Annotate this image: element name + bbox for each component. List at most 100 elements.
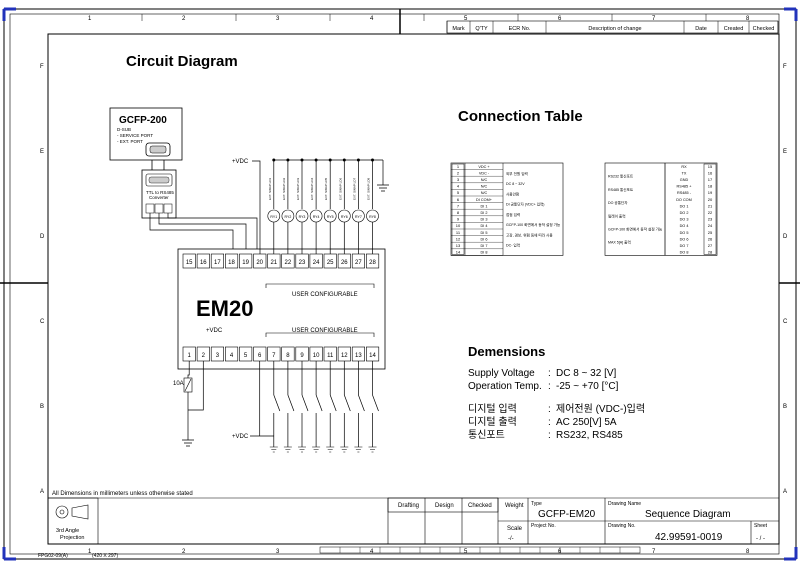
- conn-description: 사용안함: [506, 191, 520, 196]
- terminal-top: [210, 253, 224, 269]
- ground-icon: [283, 446, 292, 453]
- terminal-top-label: 22: [285, 260, 292, 266]
- zone-col-top: 7: [652, 16, 656, 22]
- switch-contact-icon: [329, 394, 337, 412]
- conn-signal: RS485 -: [677, 191, 692, 195]
- relay-label: RY5: [327, 215, 334, 219]
- dimension-value: -25 ~ +70 [°C]: [556, 381, 619, 392]
- zone-row-left: A: [40, 489, 44, 495]
- conn-signal: DI 1: [481, 204, 488, 208]
- terminal-top-label: 19: [242, 260, 249, 266]
- conn-signal: GND: [680, 178, 689, 182]
- terminal-bottom-label: 5: [244, 353, 248, 359]
- switch-contact-icon: [315, 394, 323, 412]
- ground-icon-fuse: [182, 439, 194, 447]
- terminal-top-label: 24: [313, 260, 320, 266]
- relay-label: RY6: [341, 215, 348, 219]
- terminal-bottom-label: 9: [300, 353, 304, 359]
- conn-signal: DO 1: [680, 204, 689, 208]
- load-label: EXT. SWAP LD3: [296, 177, 300, 200]
- footer-note: All Dimensions in millimeters unless oth…: [52, 491, 193, 497]
- zone-frame: [9, 13, 780, 555]
- scale-value: -/-: [508, 536, 514, 542]
- gcfp-title: GCFP-200: [119, 115, 167, 126]
- relay-label: RY1: [270, 215, 277, 219]
- load-label: EXT. SWAP LD8: [367, 177, 371, 200]
- conn-pin-number: 1: [457, 164, 460, 169]
- projection-line-2: Projection: [60, 535, 84, 541]
- dimension-colon: :: [548, 368, 551, 379]
- load-label: EXT. SWAP LD1: [268, 177, 272, 200]
- conn-pin-number: 25: [708, 230, 713, 235]
- project-no-label: Project No.: [531, 523, 556, 529]
- terminal-bottom-label: 11: [327, 353, 334, 359]
- conn-pin-number: 11: [456, 230, 461, 235]
- zone-row-right: F: [783, 64, 787, 70]
- model-label: EM20: [196, 296, 253, 321]
- conn-description: 접점 입력: [506, 212, 520, 217]
- zone-col-bottom: 7: [652, 549, 656, 555]
- bottom-ruler: [319, 546, 641, 554]
- zone-col-top: 3: [276, 16, 280, 22]
- zone-col-top: 8: [746, 16, 750, 22]
- terminal-top: [182, 253, 196, 269]
- terminal-top: [225, 253, 239, 269]
- paper-size: (420 X 297): [92, 553, 118, 559]
- conn-description: 외부 전원 입력: [506, 171, 528, 176]
- terminal-bottom-label: 1: [188, 353, 192, 359]
- conn-pin-number: 26: [708, 236, 713, 241]
- load-label: EXT. SWAP LD5: [324, 177, 328, 200]
- projection-circle-icon: [55, 505, 69, 519]
- terminal-bottom-label: 8: [286, 353, 290, 359]
- zone-col-bottom: 8: [746, 549, 750, 555]
- conn-pin-number: 8: [457, 210, 460, 215]
- conn-pin-number: 10: [456, 223, 461, 228]
- zone-row-right: C: [783, 319, 788, 325]
- zone-col-bottom: 3: [276, 549, 280, 555]
- revision-header: Description of change: [588, 26, 641, 32]
- conn-pin-number: 12: [456, 236, 461, 241]
- conn-pin-number: 18: [708, 184, 713, 189]
- ground-icon: [312, 446, 321, 453]
- title-block: 3rd Angle Projection Drafting Design Che…: [47, 497, 779, 545]
- switch-contact-icon: [358, 394, 365, 412]
- terminal-bottom-label: 4: [230, 353, 234, 359]
- conn-signal: DI 3: [481, 218, 488, 222]
- zone-row-left: F: [40, 64, 44, 70]
- dimension-colon: :: [548, 381, 551, 392]
- zone-row-left: C: [40, 319, 45, 325]
- conn-signal: DI 7: [481, 244, 488, 248]
- fuse-label: 10A: [173, 381, 184, 387]
- ground-icon-top: [377, 184, 389, 192]
- relay-label: RY3: [299, 215, 306, 219]
- type-value: GCFP-EM20: [538, 509, 596, 520]
- revision-header: Created: [724, 26, 744, 32]
- conn-pin-number: 22: [708, 210, 713, 215]
- dimension-colon: :: [548, 430, 551, 441]
- terminal-bottom: [210, 346, 224, 362]
- circuit-diagram-title: Circuit Diagram: [126, 53, 238, 70]
- conn-description: DC 8 ~ 32V: [506, 182, 525, 186]
- conn-description: 고장, 경보, 위험 등에 따라 사용: [506, 232, 553, 237]
- terminal-top-label: 16: [200, 260, 207, 266]
- conn-signal: DI 5: [481, 231, 488, 235]
- drafting-label: Drafting: [398, 503, 419, 509]
- conn-signal: DI 4: [481, 224, 488, 228]
- conn-signal: DO 4: [680, 224, 689, 228]
- zone-row-right: E: [783, 149, 787, 155]
- conn-description: RS485 통신포트: [608, 187, 634, 192]
- terminal-bottom-label: 2: [202, 353, 206, 359]
- design-label: Design: [435, 503, 454, 509]
- dimension-label: 디지털 입력: [468, 402, 517, 415]
- conn-signal: DI 8: [481, 251, 488, 255]
- terminal-top-label: 20: [256, 260, 263, 266]
- conn-signal: DO 5: [680, 231, 689, 235]
- conn-signal: DO 6: [680, 237, 689, 241]
- scale-label: Scale: [507, 526, 523, 532]
- conn-signal: DO COM: [676, 198, 692, 202]
- conn-description: DO 공통단자: [608, 200, 628, 205]
- checked-label: Checked: [468, 503, 492, 509]
